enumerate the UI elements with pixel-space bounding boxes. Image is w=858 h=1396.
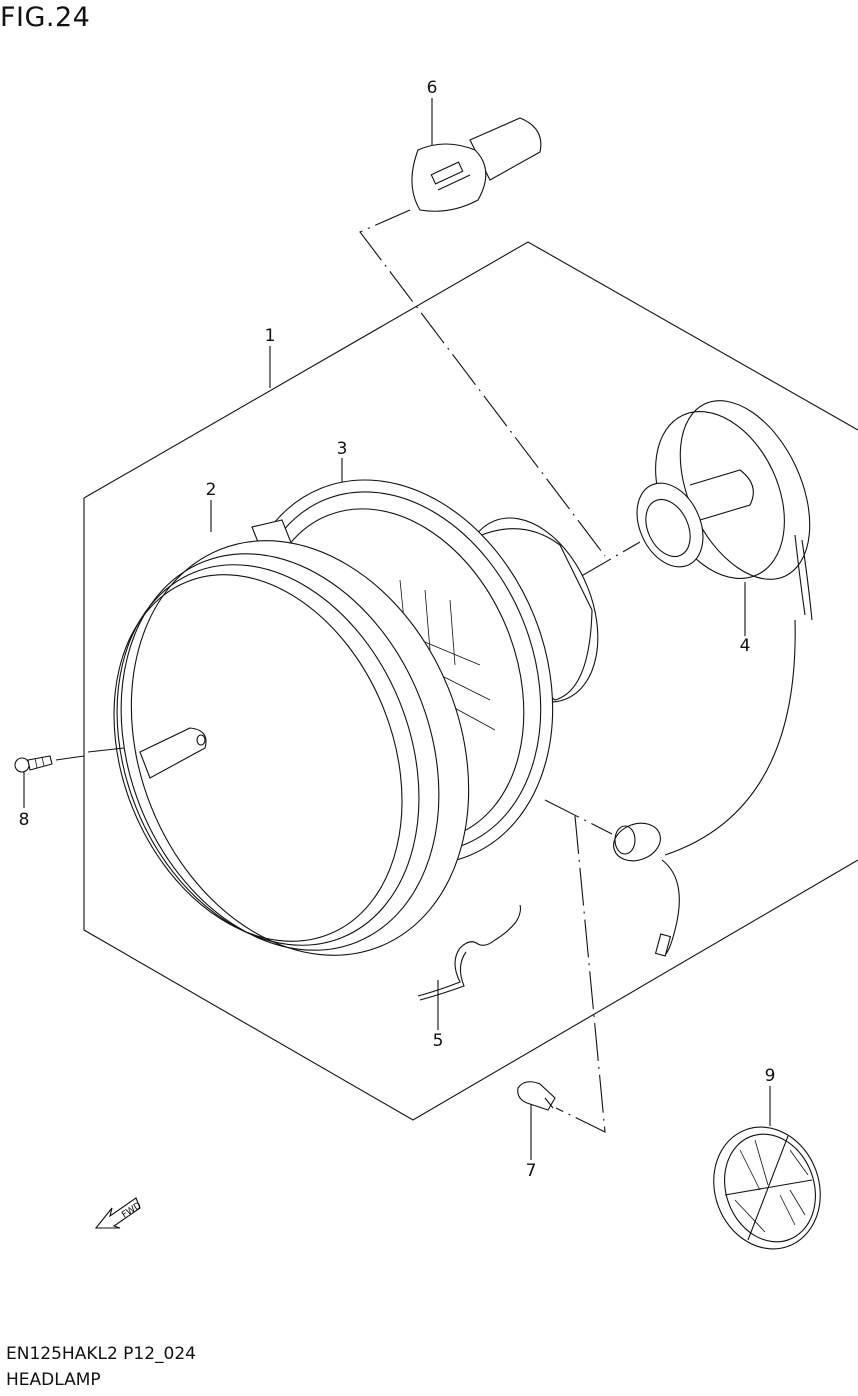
connection-lines (56, 210, 640, 1132)
figure-title: FIG.24 (0, 2, 91, 33)
section-name: HEADLAMP (6, 1370, 101, 1390)
fwd-label: FWD (120, 1201, 143, 1221)
screw (15, 756, 52, 772)
callout-1: 1 (264, 326, 276, 346)
headlamp-bulb (412, 118, 541, 211)
callout-4: 4 (739, 636, 751, 656)
callout-9: 9 (764, 1066, 776, 1086)
wedge-bulb (518, 1082, 555, 1110)
callout-5: 5 (432, 1031, 444, 1051)
model-code: EN125HAKL2 P12_024 (6, 1344, 196, 1364)
clip-spring (418, 905, 521, 1000)
reflector (697, 1112, 837, 1264)
callout-6: 6 (426, 78, 438, 98)
callout-8: 8 (18, 810, 30, 830)
fwd-arrow-icon (96, 1198, 140, 1228)
callout-7: 7 (525, 1161, 537, 1181)
headlamp-rim (62, 490, 529, 1007)
socket-connector (608, 817, 679, 956)
leader-lines (24, 98, 770, 1160)
callout-3: 3 (336, 439, 348, 459)
socket-housing (624, 380, 836, 855)
assembly-boundary (84, 242, 858, 1120)
callout-2: 2 (205, 480, 217, 500)
